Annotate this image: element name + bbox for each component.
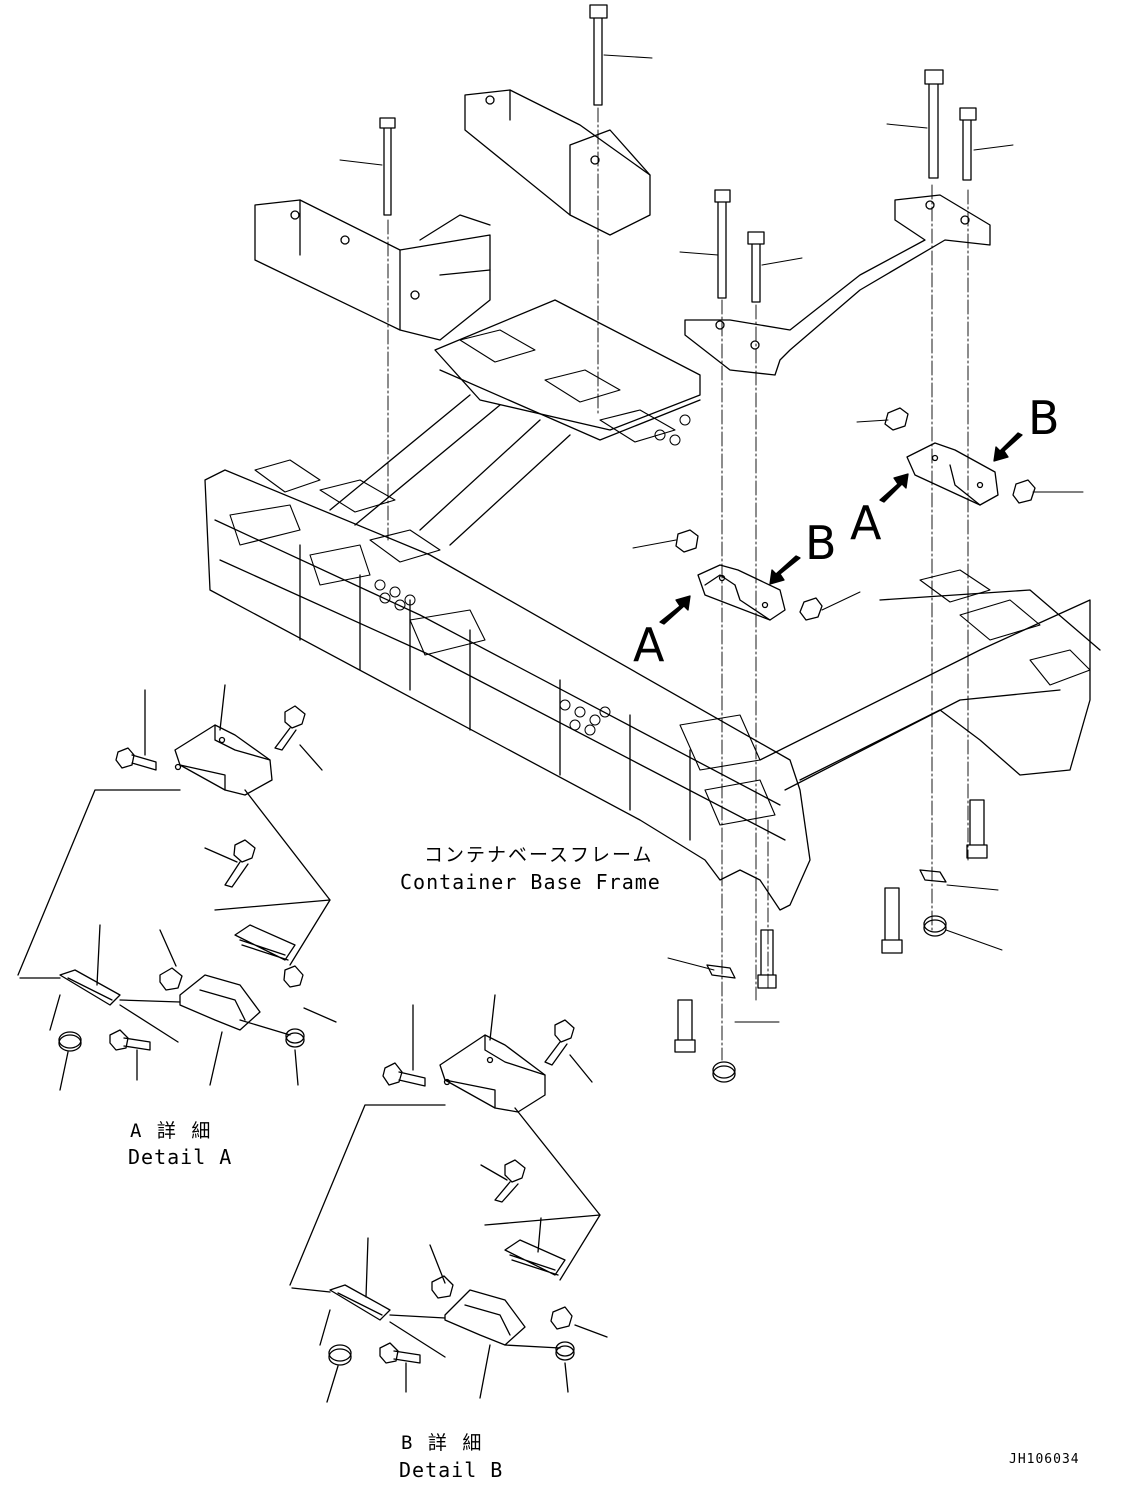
mount-assembly-left: [675, 529, 823, 621]
lower-hardware: [674, 799, 988, 1083]
long-bolts: [379, 4, 977, 303]
detail-a-drawing: [17, 684, 337, 1091]
drawing-number: JH106034: [1009, 1452, 1080, 1467]
right-upper-crossbar: [684, 194, 991, 376]
container-base-frame: [204, 299, 1101, 911]
view-marker-a-left: A: [633, 618, 665, 672]
detail-b-label-en: Detail B: [399, 1458, 504, 1482]
detail-a-label-jp: A 詳 細: [130, 1120, 213, 1142]
main-label-jp: コンテナベースフレーム: [424, 844, 654, 866]
main-label-en: Container Base Frame: [400, 870, 661, 894]
view-marker-b-right: B: [1028, 391, 1060, 445]
view-arrows: [659, 432, 1023, 625]
detail-b-drawing: [289, 994, 608, 1403]
view-marker-b-left: B: [805, 516, 837, 570]
detail-b-label-jp: B 詳 細: [401, 1432, 484, 1454]
assembly-centerlines: [387, 107, 969, 1061]
view-marker-a-right: A: [850, 496, 882, 550]
mount-assembly-right: [884, 407, 1036, 506]
left-upper-bracket: [254, 199, 491, 341]
leader-lines: [339, 54, 1084, 1023]
detail-a-label-en: Detail A: [128, 1145, 233, 1169]
center-upper-bracket: [464, 89, 651, 236]
